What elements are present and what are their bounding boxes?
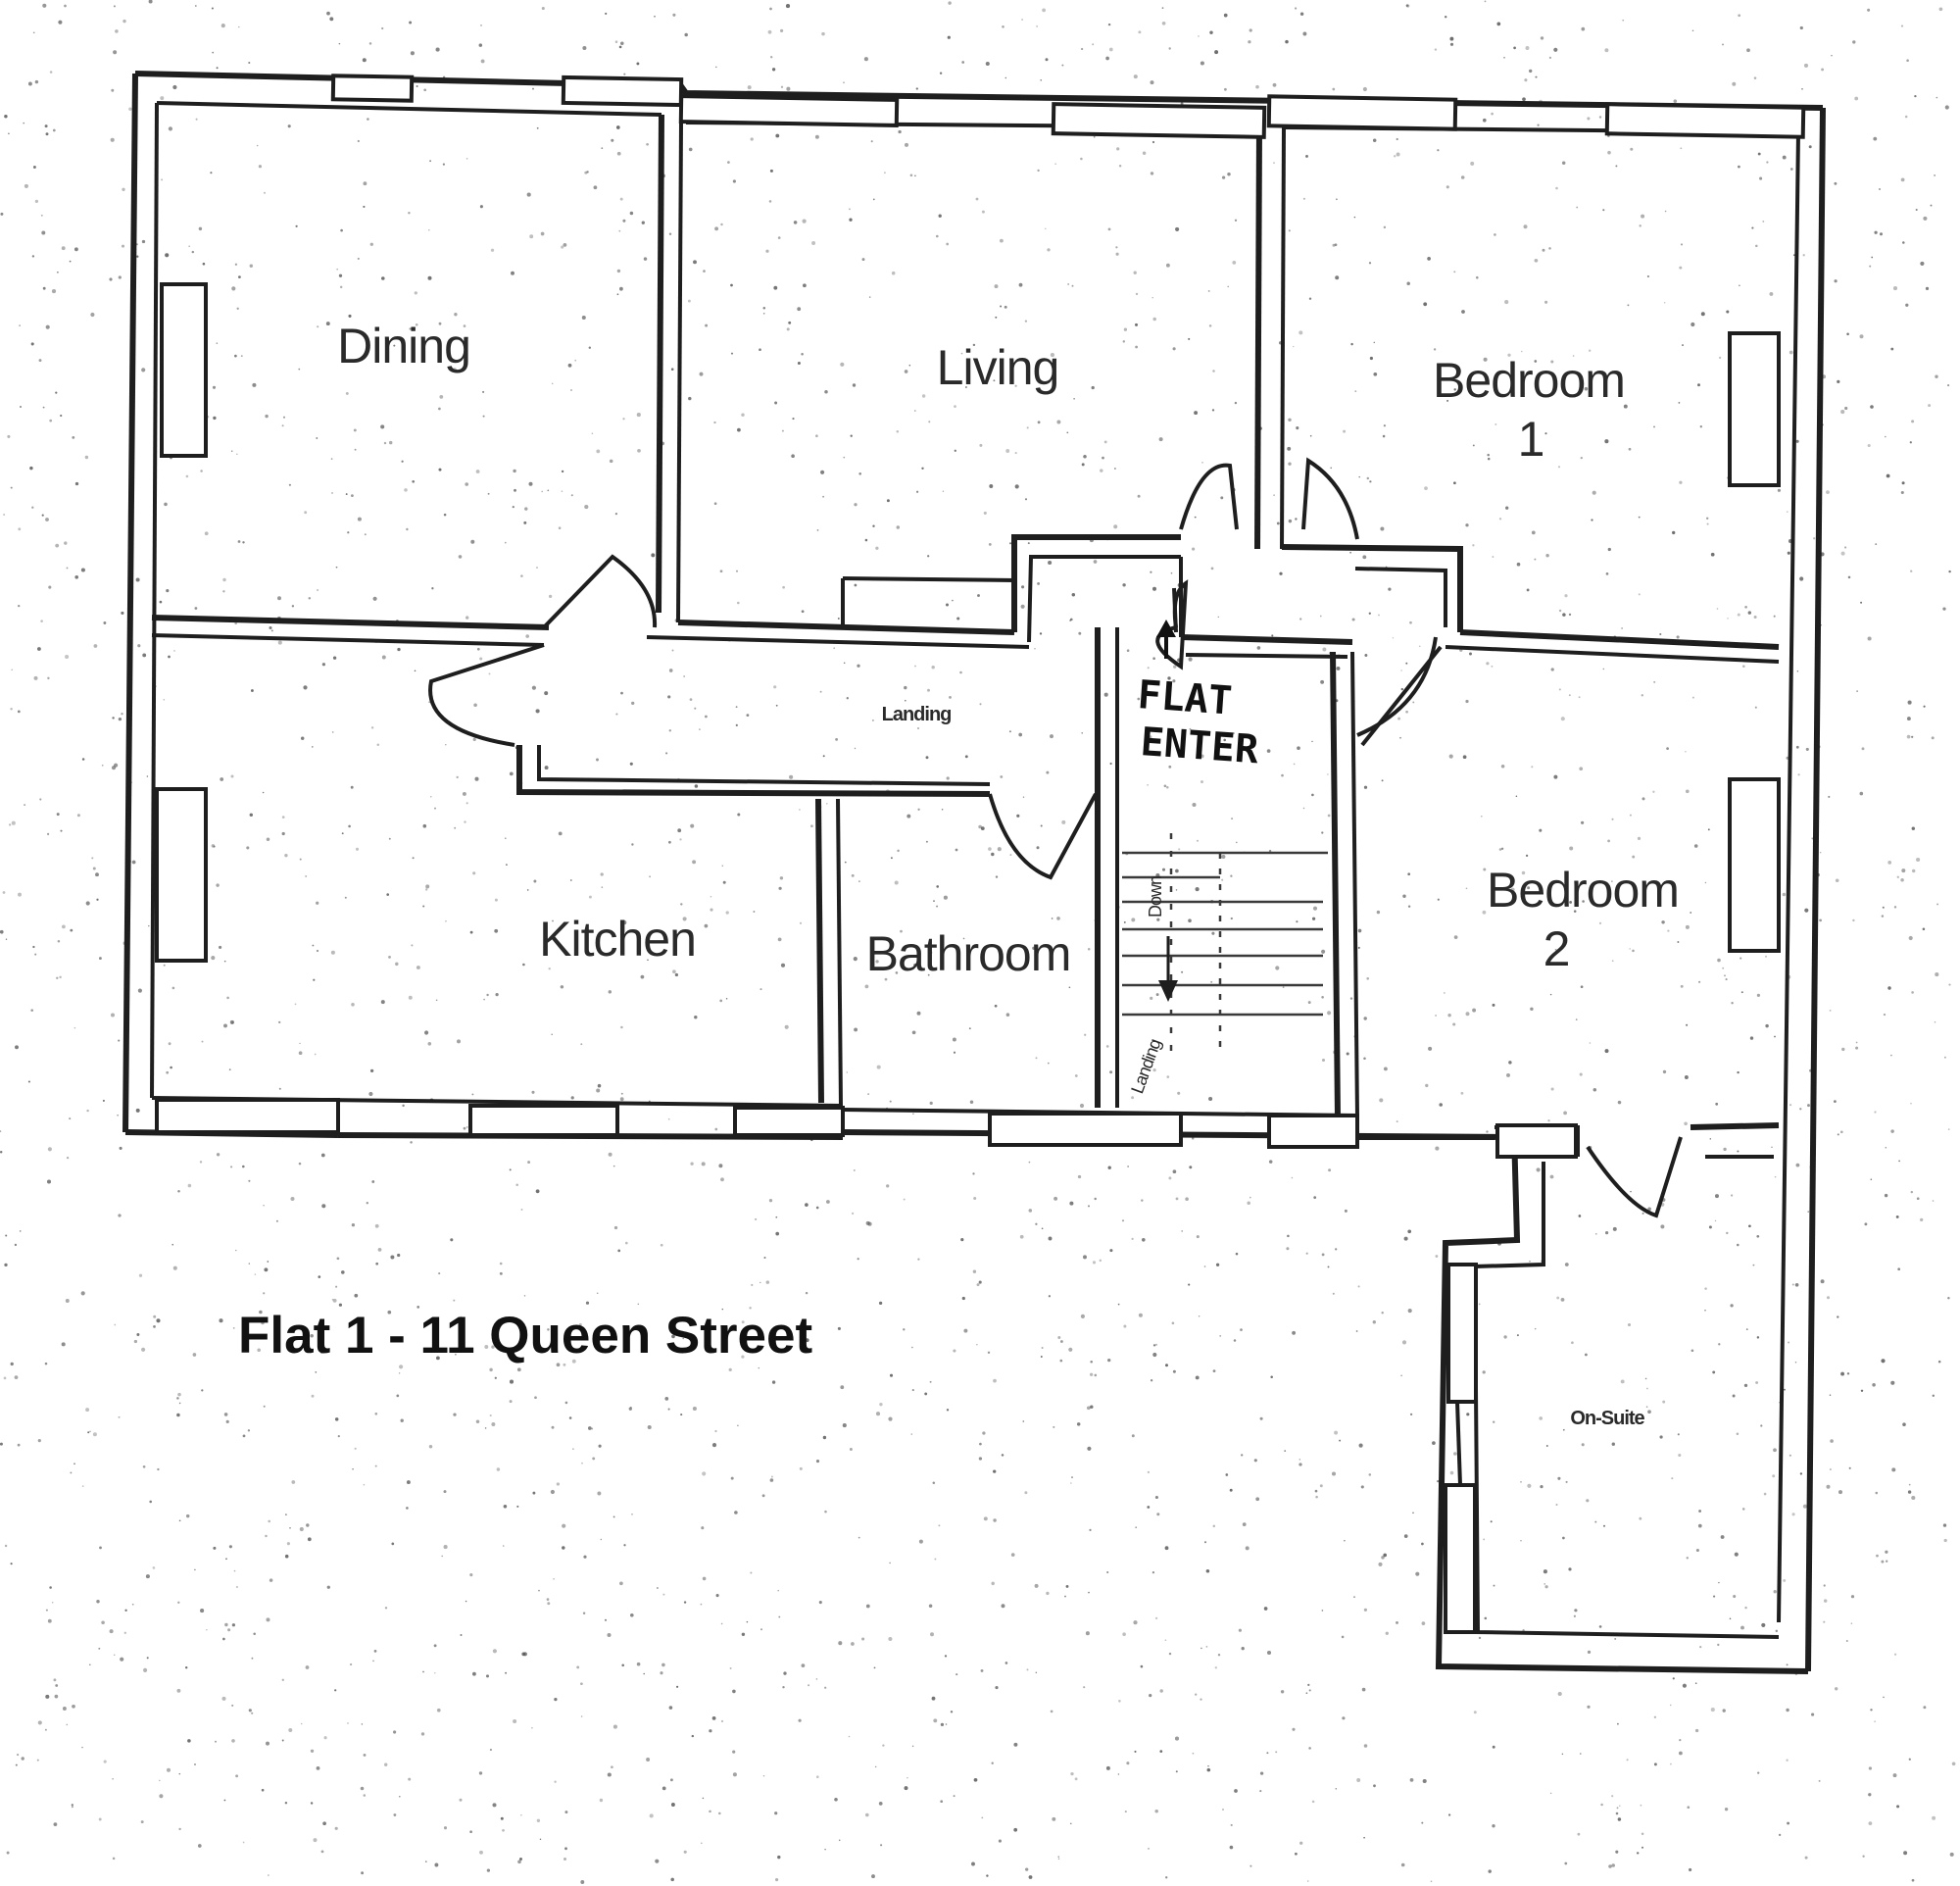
room-label-bedroom-2-number: 2 — [1544, 921, 1570, 976]
room-label-ensuite: On-Suite — [1570, 1408, 1644, 1429]
interior-walls — [151, 114, 1780, 1159]
entry-arrow — [1156, 620, 1176, 659]
room-label-bedroom-1: Bedroom — [1433, 353, 1625, 408]
flat-enter-line-1: FLAT — [1136, 672, 1233, 724]
flat-enter-line-2: ENTER — [1139, 720, 1260, 772]
room-label-bathroom: Bathroom — [866, 926, 1071, 981]
room-label-dining: Dining — [337, 319, 470, 373]
floor-plan-title: Flat 1 - 11 Queen Street — [238, 1307, 812, 1365]
room-label-bedroom-1-number: 1 — [1518, 412, 1544, 467]
room-label-landing: Landing — [882, 704, 952, 725]
room-label-living: Living — [937, 340, 1059, 395]
windows — [155, 74, 1806, 1634]
room-label-kitchen: Kitchen — [539, 912, 696, 967]
stairs-down-label: Down — [1146, 876, 1165, 918]
staircase — [1122, 833, 1328, 1054]
room-label-bedroom-2: Bedroom — [1487, 863, 1679, 918]
room-label-stair-landing: Landing — [1127, 1037, 1164, 1096]
